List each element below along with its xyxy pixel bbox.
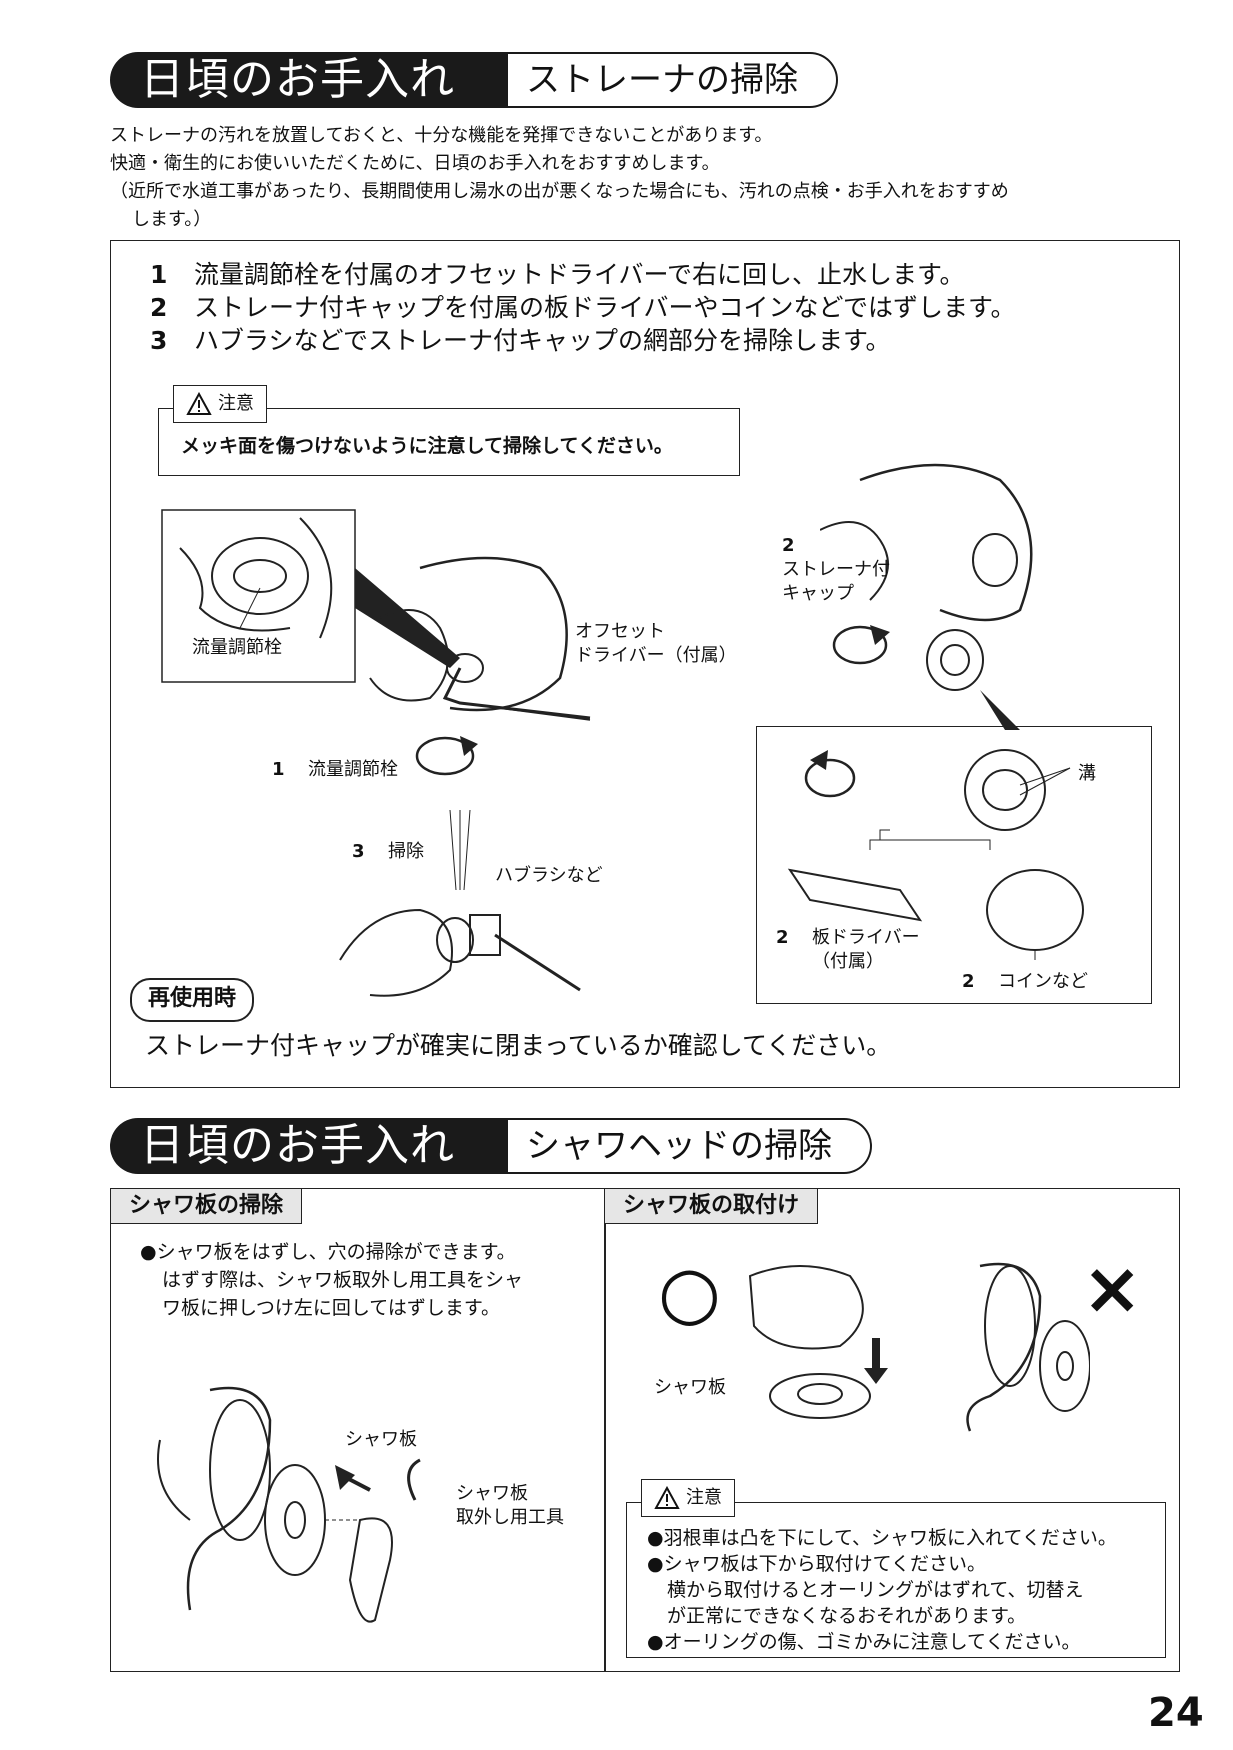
label-plate-driver: 板ドライバー [812, 927, 920, 948]
reuse-tag: 再使用時 [130, 978, 255, 1022]
label-groove: 溝 [1078, 763, 1096, 784]
cap-inset-illustration [787, 749, 1084, 960]
section1-title-main: 日頃のお手入れ [110, 52, 508, 108]
caution-tab: 注意 [641, 1479, 735, 1517]
plate-install-ok-illustration [748, 1265, 888, 1419]
intro-line: （近所で水道工事があったり、長期間使用し湯水の出が悪くなった場合にも、汚れの点検… [110, 181, 1009, 202]
caution-box-2: 注意 ●羽根車は凸を下にして、シャワ板に入れてください。 ●シャワ板は下から取付… [626, 1479, 1166, 1658]
section1-title-sub: ストレーナの掃除 [508, 52, 838, 108]
label-cap: キャップ [782, 583, 854, 604]
label-plate-num: 2 [776, 927, 789, 948]
label-shower-plate: シャワ板 [345, 1429, 417, 1450]
caution-text: メッキ面を傷つけないように注意して掃除してください。 [181, 435, 673, 457]
divider [604, 1188, 606, 1672]
label-flow-valve: 流量調節栓 [192, 637, 282, 658]
warning-icon [186, 392, 212, 415]
flow-valve-illustration [161, 509, 591, 776]
label-plate-driver: （付属） [812, 951, 884, 972]
cap-removal-illustration [820, 463, 1033, 730]
warning-icon [654, 1486, 680, 1509]
ok-mark: ○ [658, 1250, 721, 1334]
label-coin: コインなど [998, 971, 1088, 992]
intro-line: 快適・衛生的にお使いいただくために、日頃のお手入れをおすすめします。 [110, 153, 720, 174]
strainer-box [110, 240, 1180, 1088]
label-coin-num: 2 [962, 971, 975, 992]
caution-box-1: 注意 メッキ面を傷つけないように注意して掃除してください。 [158, 385, 740, 476]
ng-mark: × [1082, 1246, 1143, 1330]
tab-plate-cleaning: シャワ板の掃除 [110, 1188, 303, 1224]
intro-line: ストレーナの汚れを放置しておくと、十分な機能を発揮できないことがあります。 [110, 125, 773, 146]
section1-intro: ストレーナの汚れを放置しておくと、十分な機能を発揮できないことがあります。 快適… [110, 122, 1170, 234]
intro-line: します。） [132, 209, 212, 230]
section2-title-sub: シャワヘッドの掃除 [508, 1118, 872, 1174]
label-cap-num: 2 [782, 535, 795, 556]
label-step1-num: 1 [272, 759, 285, 780]
label-offset-driver: ドライバー（付属） [575, 645, 737, 666]
label-step1: 流量調節栓 [308, 759, 398, 780]
label-cap: ストレーナ付 [782, 559, 890, 580]
section2-title-main: 日頃のお手入れ [110, 1118, 508, 1174]
label-shower-plate-install: シャワ板 [654, 1377, 726, 1398]
cap-inset-box [756, 726, 1152, 1004]
plate-cleaning-text: ●シャワ板をはずし、穴の掃除ができます。 はずす際は、シャワ板取外し用工具をシャ… [140, 1241, 524, 1319]
plate-removal-illustration [157, 1386, 421, 1623]
brush-cleaning-illustration [339, 810, 581, 997]
label-step3: 掃除 [388, 841, 424, 862]
label-removal-tool: 取外し用工具 [456, 1507, 564, 1528]
label-toothbrush: ハブラシなど [495, 865, 603, 886]
tab-plate-install: シャワ板の取付け [604, 1188, 819, 1224]
label-step3-num: 3 [352, 841, 365, 862]
label-removal-tool: シャワ板 [456, 1483, 528, 1504]
plate-install-ng-illustration [966, 1262, 1090, 1432]
caution-tab: 注意 [173, 385, 267, 423]
label-offset-driver: オフセット [575, 621, 665, 642]
caution-list: ●羽根車は凸を下にして、シャワ板に入れてください。 ●シャワ板は下から取付けてく… [647, 1527, 1117, 1653]
page-number: 24 [1148, 1690, 1204, 1736]
reuse-text: ストレーナ付キャップが確実に閉まっているか確認してください。 [145, 1031, 892, 1060]
